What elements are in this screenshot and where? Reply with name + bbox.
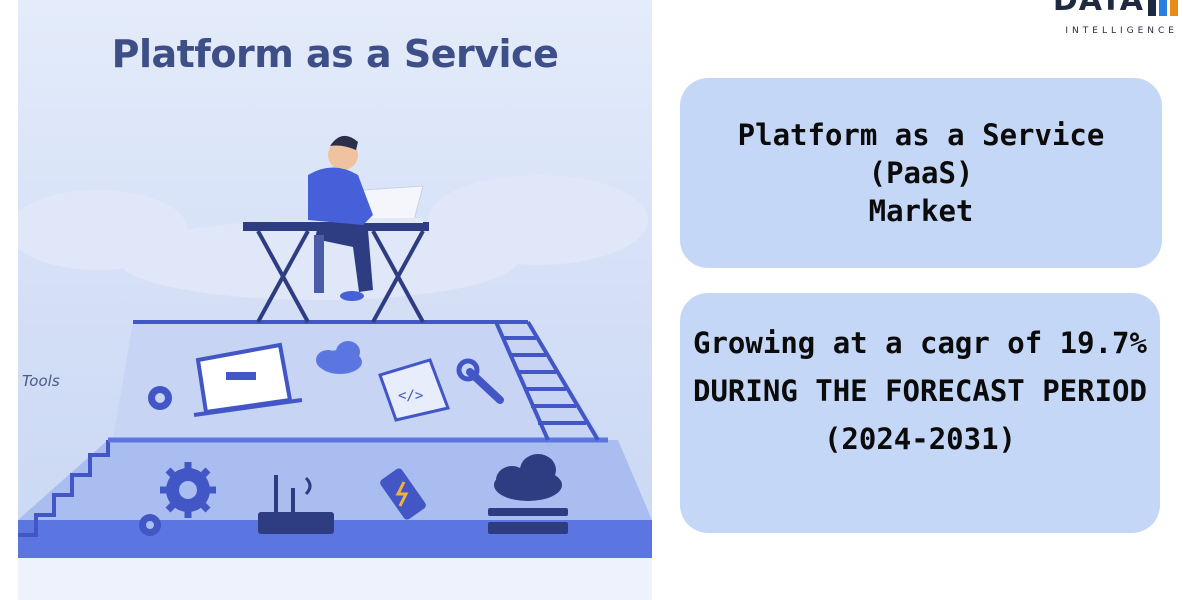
person-figure	[308, 135, 373, 301]
market-title-card: Platform as a Service (PaaS) Market	[680, 78, 1162, 268]
ladder	[494, 320, 600, 442]
paas-illustration: Platform as a Service	[18, 0, 652, 600]
data-intelligence-logo[interactable]: DATA INTELLIGENCE	[1018, 0, 1178, 40]
code-icon: </>	[378, 358, 451, 422]
growth-line2: DURING THE FORECAST PERIOD	[693, 374, 1147, 408]
logo-subtitle: INTELLIGENCE	[1065, 26, 1178, 36]
wrench-icon	[456, 358, 504, 404]
market-title-line1: Platform as a Service (PaaS)	[737, 118, 1105, 190]
small-cog-icon	[139, 514, 161, 536]
small-gear-icon	[148, 386, 172, 410]
growth-line1: Growing at a cagr of 19.7%	[693, 326, 1147, 360]
growth-card: Growing at a cagr of 19.7% DURING THE FO…	[680, 293, 1160, 533]
market-title-line2: Market	[868, 194, 974, 228]
battery-icon	[380, 468, 426, 520]
platform-scene: </>	[18, 135, 652, 600]
gear-icon	[160, 462, 216, 518]
illustration-title: Platform as a Service	[111, 32, 559, 76]
logo-bars-icon	[1148, 0, 1178, 16]
growth-line3: (2024-2031)	[823, 422, 1017, 456]
router-icon	[258, 475, 334, 534]
lower-stairs	[18, 440, 110, 537]
svg-text:</>: </>	[398, 388, 423, 404]
tools-label: Tools	[22, 372, 60, 390]
monitor-icon	[193, 342, 303, 417]
desk	[243, 222, 429, 323]
cloud-icon	[316, 341, 362, 374]
logo-word: DATA	[1053, 0, 1144, 16]
server-cloud-icon	[488, 454, 568, 534]
